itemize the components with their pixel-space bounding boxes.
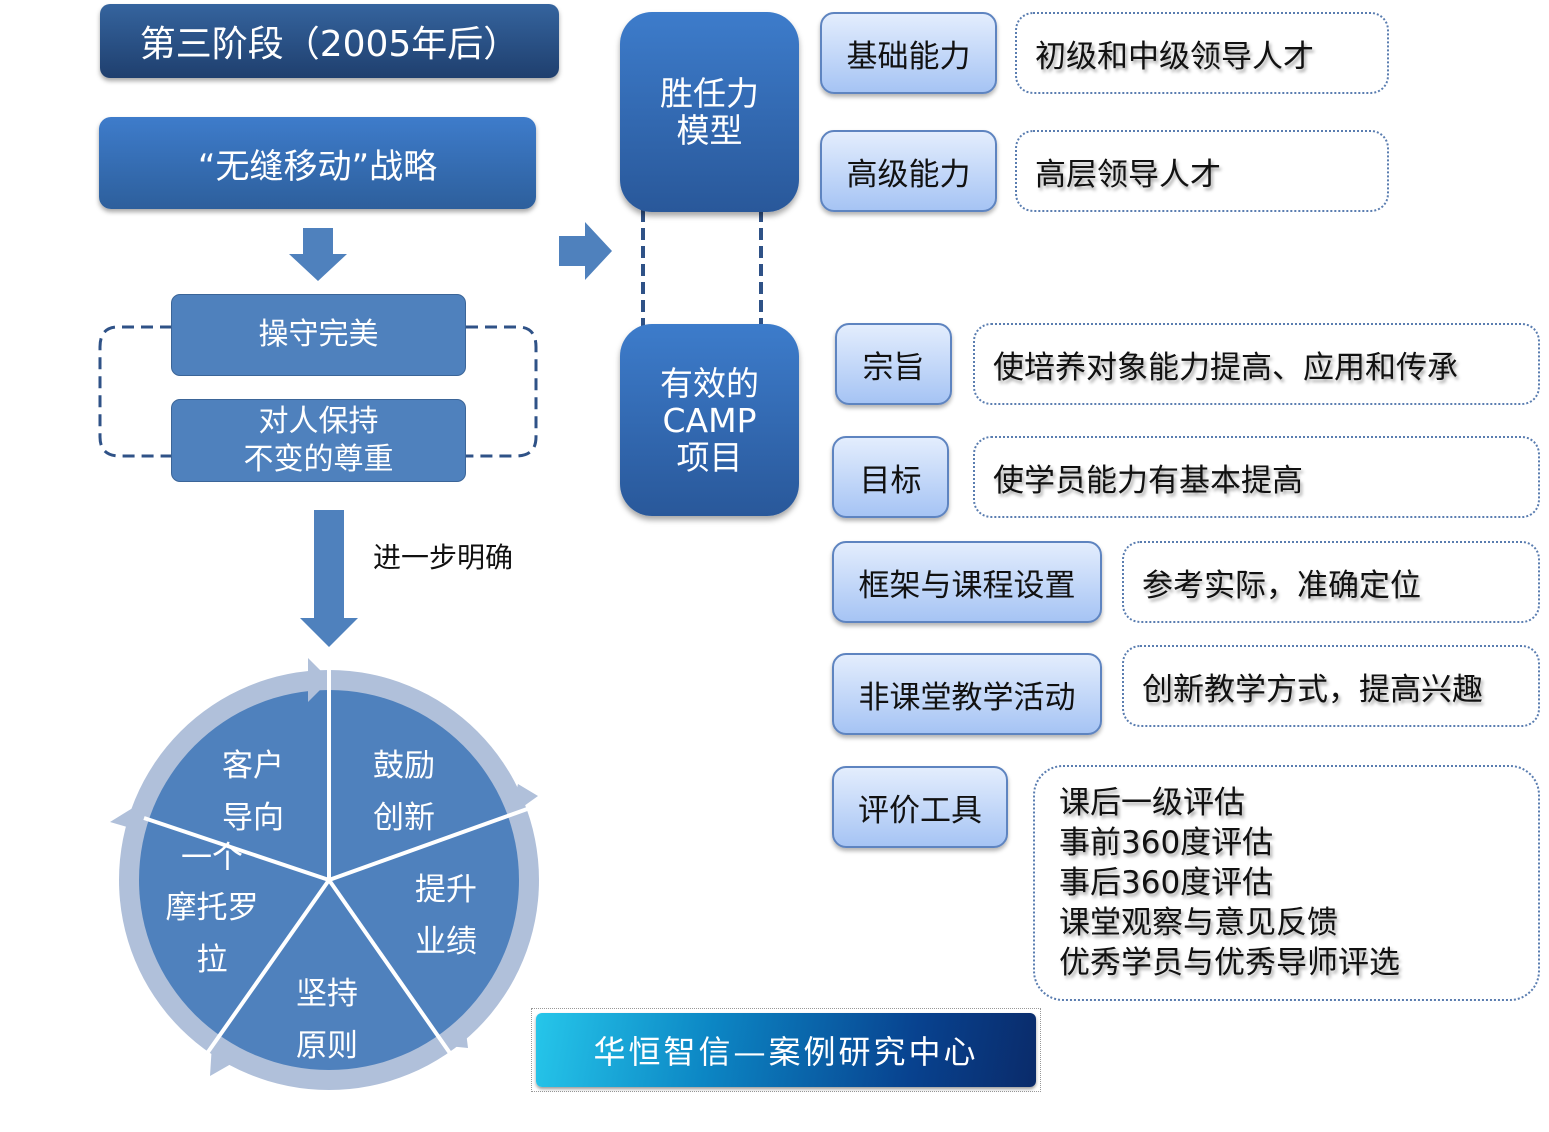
evaluation-item: 课后一级评估 [1059,785,1245,821]
logo-banner-inner: 华恒智信—案例研究中心 [536,1013,1036,1087]
label-purpose-text: 宗旨 [862,349,925,386]
desc-goal: 使学员能力有基本提高 [973,436,1540,518]
camp-title-l1: 有效的 [660,363,759,403]
label-goal: 目标 [832,436,949,518]
down-arrow-long-icon [300,510,358,647]
segment-customer-l2: 导向 [222,800,284,836]
label-advanced-ability-text: 高级能力 [846,156,971,193]
label-goal-text: 目标 [859,462,922,499]
camp-title-l2: CAMP [662,400,757,440]
value-respect-line1: 对人保持 [258,403,379,439]
evaluation-item: 事后360度评估 [1059,865,1274,901]
stage-title: 第三阶段（2005年后） [100,4,559,78]
ring-arrow-3 [448,1016,468,1048]
desc-advanced-ability-text: 高层领导人才 [1035,156,1221,193]
label-basic-ability: 基础能力 [820,12,997,94]
desc-evaluation-list: 课后一级评估 事前360度评估 事后360度评估 课堂观察与意见反馈 优秀学员与… [1033,765,1540,1001]
label-purpose: 宗旨 [835,323,952,405]
value-integrity-text: 操守完美 [258,317,379,352]
value-box-respect: 对人保持 不变的尊重 [171,399,466,482]
label-non-classroom: 非课堂教学活动 [832,653,1102,735]
label-framework: 框架与课程设置 [832,541,1102,623]
label-evaluation-text: 评价工具 [858,792,982,829]
competency-model-box: 胜任力 模型 [620,12,799,212]
segment-innovation-l1: 鼓励 [373,748,435,784]
model-camp-connector [641,210,763,328]
camp-program-box: 有效的 CAMP 项目 [620,324,799,516]
segment-principle-l1: 坚持 [296,976,358,1012]
divider-4 [206,878,331,1054]
segment-customer-l1: 客户 [222,748,284,784]
segment-one-motorola-l1: 一个 [181,840,243,876]
desc-basic-ability: 初级和中级领导人才 [1015,12,1389,94]
camp-title-l3: 项目 [676,437,743,477]
competency-title-l1: 胜任力 [660,74,759,113]
down-arrow-icon [289,228,347,281]
segment-one-motorola-l3: 拉 [197,942,228,978]
desc-framework: 参考实际，准确定位 [1122,541,1540,623]
desc-basic-ability-text: 初级和中级领导人才 [1035,38,1314,75]
logo-banner: 华恒智信—案例研究中心 [531,1008,1041,1092]
desc-purpose: 使培养对象能力提高、应用和传承 [973,323,1540,405]
competency-title-l2: 模型 [676,111,743,150]
desc-advanced-ability: 高层领导人才 [1015,130,1389,212]
strategy-label: “无缝移动”战略 [197,146,438,187]
value-respect-line2: 不变的尊重 [243,441,394,477]
evaluation-item: 优秀学员与优秀导师评选 [1059,945,1400,981]
evaluation-item: 课堂观察与意见反馈 [1059,905,1338,941]
segment-performance-l1: 提升 [415,872,477,908]
logo-text: 华恒智信—案例研究中心 [593,1033,979,1071]
desc-non-classroom-text: 创新教学方式，提高兴趣 [1142,671,1483,708]
values-cycle: 客户 导向 鼓励 创新 提升 业绩 坚持 原则 一个 摩托罗 拉 [110,658,539,1090]
ring-arrow-2 [510,784,538,816]
value-box-integrity: 操守完美 [171,294,466,376]
divider-3 [327,878,454,1058]
divider-5 [143,816,330,882]
segment-performance-l2: 业绩 [415,924,477,960]
evaluation-item: 事前360度评估 [1059,825,1274,861]
label-framework-text: 框架与课程设置 [858,567,1076,604]
segment-one-motorola-l2: 摩托罗 [166,890,259,926]
divider-2 [328,806,531,882]
ring-arrow-4 [210,1044,238,1076]
desc-non-classroom: 创新教学方式，提高兴趣 [1122,645,1540,727]
values-bracket [98,325,538,458]
ring-arrow-1 [308,658,330,702]
ring-arrow-5 [110,806,144,832]
clarify-note: 进一步明确 [373,541,514,574]
desc-purpose-text: 使培养对象能力提高、应用和传承 [993,349,1458,386]
segment-principle-l2: 原则 [296,1028,358,1064]
label-evaluation: 评价工具 [832,766,1008,848]
right-arrow-icon [559,222,612,280]
label-non-classroom-text: 非课堂教学活动 [858,679,1076,716]
desc-framework-text: 参考实际，准确定位 [1142,567,1421,604]
segment-innovation-l2: 创新 [373,800,435,836]
desc-goal-text: 使学员能力有基本提高 [993,462,1303,499]
label-advanced-ability: 高级能力 [820,130,997,212]
strategy-box: “无缝移动”战略 [99,117,536,209]
label-basic-ability-text: 基础能力 [846,38,971,75]
stage-title-text: 第三阶段（2005年后） [139,24,520,65]
